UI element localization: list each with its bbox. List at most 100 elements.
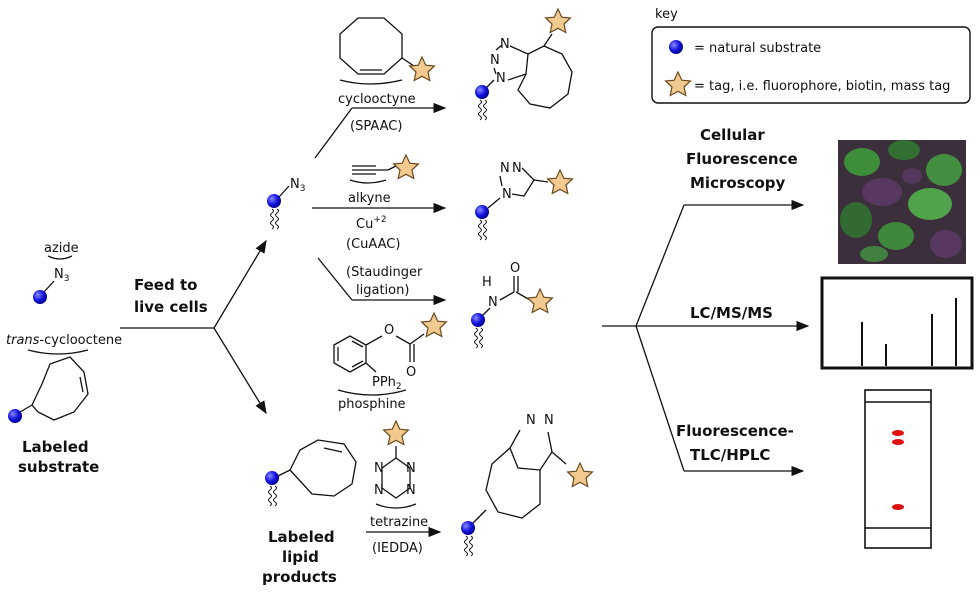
labeled-substrate-2: substrate (18, 458, 99, 476)
cell-blob (908, 188, 952, 220)
arrow-to-azide (213, 239, 267, 329)
phosphine-ester-o: O (384, 323, 394, 338)
spaac-label: (SPAAC) (350, 119, 402, 134)
iedda-cyclooctane (485, 447, 541, 519)
feed-line-2: live cells (134, 298, 208, 316)
tag-star-icon (409, 56, 435, 82)
tag-star-icon (526, 288, 554, 314)
azide-n3-text: N3 (54, 267, 69, 284)
tlc-line-1: Fluorescence- (676, 422, 794, 440)
tetrazine-ring (381, 457, 411, 499)
tetrazine-n: N (406, 461, 416, 476)
tlc-plate (864, 389, 932, 549)
substrate-ball-icon (33, 290, 47, 304)
wiggle-icon (478, 99, 482, 121)
cyclooctyne-ring (339, 17, 403, 75)
tetrazine-reagent: N N N N tetrazine (IEDDA) (366, 420, 442, 556)
substrate-ball-icon (471, 313, 485, 327)
wiggle-icon (483, 219, 487, 241)
microscopy-line-1: Cellular (700, 126, 765, 144)
azide-substrate: azide N3 (33, 241, 79, 304)
tco-attach-bond (19, 404, 33, 413)
tlc-spot (892, 504, 904, 510)
staud-stem (317, 257, 353, 301)
phosphine-brace (337, 389, 407, 396)
wiggle-icon (469, 535, 473, 557)
iedda-product: N N (461, 413, 594, 557)
labeled-substrate-1: Labeled (22, 438, 89, 456)
wiggle-icon (275, 208, 279, 230)
lipid-line-1: Labeled (268, 528, 335, 546)
tetrazine-label: tetrazine (370, 515, 428, 530)
substrate-ball-icon (267, 194, 281, 208)
staudinger-label-2: ligation) (356, 283, 409, 298)
triazole-n: N (490, 53, 500, 68)
tag-star-icon (546, 169, 574, 195)
cell-blob (878, 222, 914, 250)
azide-brace (47, 255, 73, 260)
tlc-frame (864, 389, 932, 549)
spaac-attach-bond (485, 79, 495, 89)
amide-n: N (488, 295, 498, 310)
tag-star-icon (566, 462, 594, 488)
cyclooctane-ring (517, 45, 573, 109)
wiggle-icon (474, 327, 478, 349)
tlc-spot (892, 439, 904, 445)
cell-blob (902, 168, 922, 184)
triazole-n: N (500, 161, 510, 176)
spaac-product: N N N (475, 8, 573, 121)
phosphine-benzene-db (351, 360, 364, 368)
key-title: key (655, 7, 678, 22)
triazole-ring (511, 167, 535, 197)
substrate-ball-icon (8, 409, 22, 423)
labeled-lipid: Labeled lipid products (262, 439, 357, 586)
triazole-n: N (502, 187, 512, 202)
alkyne-reagent: alkyne Cu+2 (CuAAC) (346, 154, 419, 252)
cell-blob (930, 230, 962, 258)
phosphine-ester-bond (395, 335, 411, 345)
cell-blob (860, 246, 888, 262)
alkyne-tag-bond (387, 165, 397, 171)
pyridazine-n: N (526, 413, 536, 428)
substrate-ball-icon (265, 471, 279, 485)
mass-spectrum (820, 276, 974, 370)
spectrum-frame (820, 276, 974, 370)
wiggle-icon (273, 485, 277, 507)
wiggle-icon (479, 327, 483, 349)
key-legend: key = natural substrate = tag, i.e. fluo… (651, 7, 971, 104)
lipid-cyclooctene (289, 439, 357, 497)
substrate-ball-icon (669, 40, 683, 54)
phosphine-p-bond (365, 362, 377, 373)
microscopy-image (838, 140, 966, 264)
staudinger-attach-bond (481, 307, 491, 317)
lipid-line-2: lipid (282, 548, 319, 566)
phosphine-reagent: O O PPh2 phosphine (333, 312, 447, 412)
amide-o: O (510, 261, 520, 276)
cuaac-attach-bond (487, 197, 501, 209)
staudinger-product: H N O (471, 261, 554, 349)
amide-bond (499, 291, 515, 301)
triazole-bond (493, 67, 497, 75)
alkyne-label: alkyne (348, 191, 391, 206)
cell-blob (862, 178, 902, 206)
azide-bond (43, 280, 55, 293)
tag-star-icon (383, 420, 409, 446)
triazole-n: N (500, 37, 510, 52)
spaac-tag-bond (543, 33, 553, 47)
microscopy-line-2: Fluorescence (686, 150, 798, 168)
key-natural-substrate: = natural substrate (694, 41, 821, 56)
tlc-spot (892, 430, 904, 436)
triazole-ring (507, 45, 529, 81)
phosphine-label: phosphine (338, 397, 406, 412)
cyclooctene-double-bond (79, 376, 84, 393)
pyridazine-n: N (544, 413, 554, 428)
cell-blob (840, 202, 872, 238)
wiggle-icon (483, 99, 487, 121)
pyridazine-ring (509, 429, 553, 471)
phosphine-carbonyl-o: O (406, 365, 416, 380)
arrow-to-lipid (213, 327, 267, 415)
tlc-line-2: TLC/HPLC (690, 446, 770, 464)
substrate-ball-icon (475, 205, 489, 219)
pph2-text: PPh2 (372, 375, 402, 392)
wiggle-icon (270, 208, 274, 230)
